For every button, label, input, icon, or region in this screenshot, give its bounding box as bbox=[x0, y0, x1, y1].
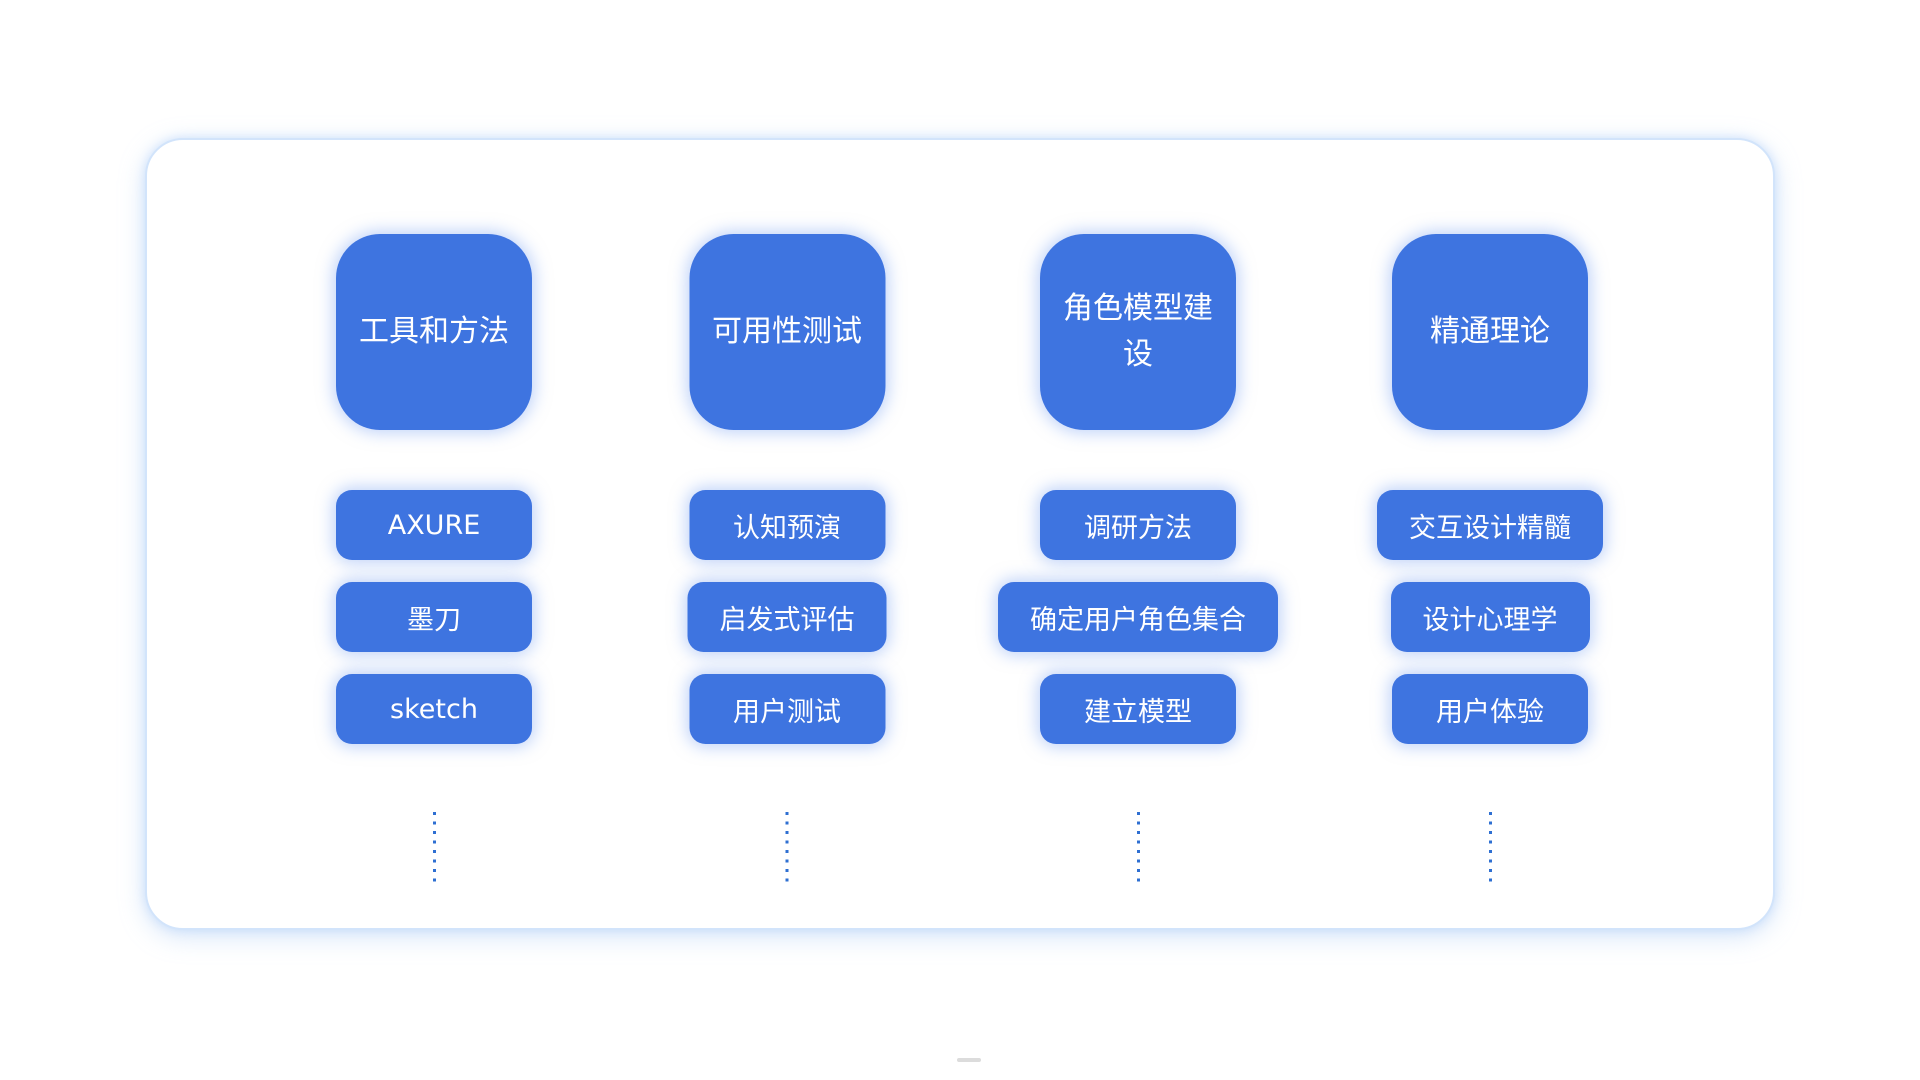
branch-column-tools: 工具和方法 AXURE 墨刀 sketch bbox=[336, 234, 532, 886]
node-item[interactable]: 墨刀 bbox=[336, 582, 532, 652]
node-item[interactable]: 确定用户角色集合 bbox=[998, 582, 1278, 652]
branch-column-usability: 可用性测试 认知预演 启发式评估 用户测试 bbox=[687, 234, 887, 886]
node-item[interactable]: 调研方法 bbox=[1040, 490, 1236, 560]
node-header[interactable]: 角色模型建设 bbox=[1040, 234, 1236, 430]
dotted-connector bbox=[785, 812, 789, 886]
dotted-connector bbox=[432, 812, 436, 886]
node-header[interactable]: 精通理论 bbox=[1392, 234, 1588, 430]
node-header[interactable]: 工具和方法 bbox=[336, 234, 532, 430]
dotted-connector bbox=[1488, 812, 1492, 886]
node-item[interactable]: sketch bbox=[336, 674, 532, 744]
canvas-card: 工具和方法 AXURE 墨刀 sketch 可用性测试 认知预演 启发式评估 用… bbox=[145, 138, 1775, 930]
node-item[interactable]: 认知预演 bbox=[689, 490, 885, 560]
branch-column-theory: 精通理论 交互设计精髓 设计心理学 用户体验 bbox=[1377, 234, 1603, 886]
node-item[interactable]: 启发式评估 bbox=[687, 582, 887, 652]
branch-column-persona: 角色模型建设 调研方法 确定用户角色集合 建立模型 bbox=[998, 234, 1278, 886]
node-header[interactable]: 可用性测试 bbox=[689, 234, 885, 430]
node-item[interactable]: 用户测试 bbox=[689, 674, 885, 744]
node-item[interactable]: 设计心理学 bbox=[1390, 582, 1590, 652]
node-item[interactable]: 用户体验 bbox=[1392, 674, 1588, 744]
dotted-connector bbox=[1136, 812, 1140, 886]
bottom-dash bbox=[957, 1058, 981, 1062]
node-item[interactable]: 建立模型 bbox=[1040, 674, 1236, 744]
node-item[interactable]: AXURE bbox=[336, 490, 532, 560]
node-item[interactable]: 交互设计精髓 bbox=[1377, 490, 1603, 560]
